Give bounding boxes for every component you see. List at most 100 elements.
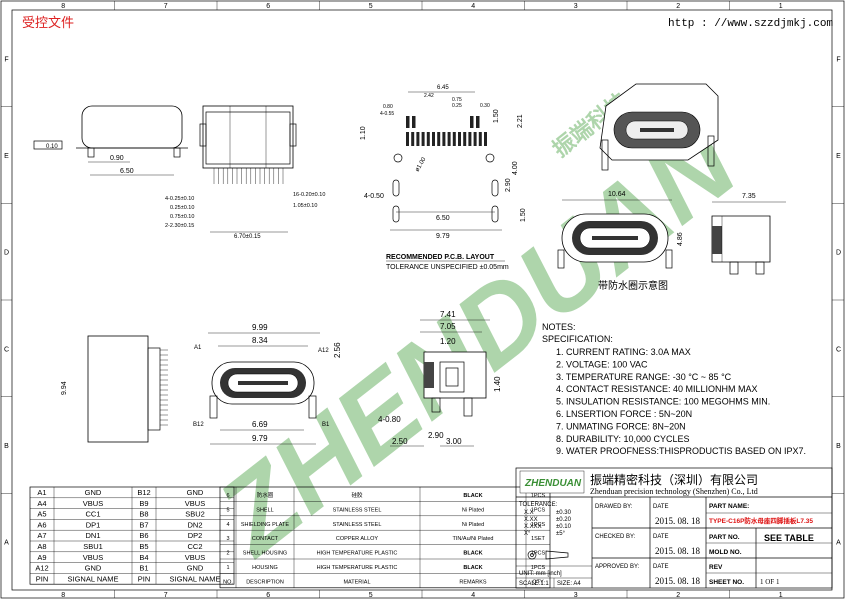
pcb-pad (416, 132, 420, 146)
dim-lead-e: 16-0.20±0.10 (293, 192, 325, 198)
border-row-right: C (836, 346, 841, 353)
border-row-right: D (836, 250, 841, 257)
border-row-right: E (836, 153, 841, 160)
pin-header: SIGNAL NAME (68, 574, 119, 583)
pcb-pad (473, 132, 477, 146)
border-col-bottom: 3 (574, 592, 578, 599)
dim-pcb-650: 6.50 (436, 215, 450, 222)
pin-cell: B12 (137, 488, 150, 497)
dim-pcb-150b: 1.50 (520, 208, 527, 222)
border-col-bottom: 4 (471, 592, 475, 599)
tol-key: X° (524, 531, 531, 537)
pin-cell: B5 (139, 542, 148, 551)
controlled-stamp: 受控文件 (22, 15, 74, 30)
pin-cell: DN1 (85, 531, 100, 540)
rev-label: REV (709, 564, 723, 571)
pcb-pad (406, 132, 409, 146)
pin-cell: A12 (35, 564, 48, 573)
pcb-pad (421, 132, 425, 146)
note-item: 8. DURABILITY: 10,000 CYCLES (556, 434, 690, 444)
bom-cell: 1SET (531, 536, 545, 542)
border-col-top: 2 (676, 3, 680, 10)
pcb-pad (458, 132, 461, 146)
dim-lead-f: 1.05±0.10 (293, 203, 317, 209)
dim-lead-b: 0.25±0.10 (170, 205, 194, 211)
note-item: 4. CONTACT RESISTANCE: 40 MILLIONHM MAX (556, 384, 758, 394)
pin-cell: CC2 (187, 542, 202, 551)
pin-cell: VBUS (185, 499, 205, 508)
bom-cell: Ni Plated (462, 522, 484, 528)
border-col-top: 4 (471, 3, 475, 10)
dim-pcb-400: 4.00 (512, 161, 519, 175)
pcb-pad (476, 116, 480, 128)
bom-cell: 1PCS (531, 522, 546, 528)
section-view: 7.41 7.05 1.20 1.40 4-0.80 2.90 2.50 3.0… (378, 310, 502, 447)
dim-pcb-290: 2.90 (505, 178, 512, 192)
dim-front-994: 9.94 (61, 381, 68, 395)
pin-cell: DP2 (188, 531, 203, 540)
date-label-3: DATE (653, 564, 669, 570)
title-logo: ZHENDUAN (524, 478, 582, 489)
pin-cell: B6 (139, 531, 148, 540)
pin-cell: B9 (139, 499, 148, 508)
tol-value: ±0.20 (556, 517, 572, 523)
date-label-1: DATE (653, 504, 669, 510)
dim-side-650: 6.50 (120, 168, 134, 175)
dim-pcb-221: 2.21 (517, 114, 524, 128)
bom-cell: STAINLESS STEEL (333, 522, 382, 528)
pin-cell: A9 (37, 553, 46, 562)
dim-pcb-030: 0.30 (480, 103, 490, 109)
dim-sv-300: 3.00 (446, 437, 462, 446)
size-label: SIZE: A4 (557, 581, 581, 587)
company-cn: 振端精密科技（深圳）有限公司 (590, 472, 758, 487)
dim-pcb-150a: 1.50 (493, 109, 500, 123)
border-row-left: A (4, 540, 9, 547)
ring-caption: 带防水圈示意图 (598, 279, 668, 292)
pin-cell: SBU1 (83, 542, 103, 551)
dim-front-999: 9.99 (252, 323, 268, 332)
pcb-pad (412, 116, 416, 128)
pcb-pad (447, 132, 451, 146)
pin-header: PIN (36, 574, 49, 583)
pin-cell: DN2 (187, 520, 202, 529)
dim-pcb-979: 9.79 (436, 233, 450, 240)
bom-header: NO. (223, 579, 233, 585)
pin-cell: B1 (139, 564, 148, 573)
dim-sv-705: 7.05 (440, 322, 456, 331)
bom-cell: CONTACT (252, 536, 279, 542)
dim-front-979: 9.79 (252, 434, 268, 443)
pin-header: SIGNAL NAME (170, 574, 221, 583)
bom-cell: 1 (226, 565, 229, 571)
pcb-pad (463, 132, 467, 146)
border-row-left: D (4, 250, 9, 257)
date-label-2: DATE (653, 534, 669, 540)
pin-header: PIN (138, 574, 151, 583)
bom-cell: BLACK (463, 551, 482, 557)
bom-header: DESCRIPTION (246, 579, 284, 585)
tol-key: X.X (524, 510, 534, 516)
pin-cell: VBUS (83, 499, 103, 508)
top-view: 4-0.25±0.10 0.25±0.10 0.75±0.10 2-2.30±0… (165, 105, 325, 240)
tol-key: X.XXX (524, 524, 542, 530)
dim-sv-741: 7.41 (440, 310, 456, 319)
pin-cell: A6 (37, 520, 46, 529)
dim-pcb-450: 4-0.50 (364, 193, 384, 200)
pcb-pad (452, 132, 456, 146)
border-col-bottom: 7 (164, 592, 168, 599)
bom-cell: STAINLESS STEEL (333, 507, 382, 513)
pcb-pad (478, 132, 482, 146)
dim-pcb-075: 0.75 (452, 97, 462, 103)
side-body (81, 105, 183, 149)
pin-cell: CC1 (85, 510, 100, 519)
dim-sv-140: 1.40 (493, 376, 502, 392)
bom-cell: 4 (226, 522, 229, 528)
pcb-tolerance: TOLERANCE UNSPECIFIED ±0.05mm (386, 264, 509, 271)
bom-header: QTY (532, 579, 544, 585)
pin-cell: A8 (37, 542, 46, 551)
pcb-pad (442, 132, 446, 146)
bom-cell: HIGH TEMPERATURE PLASTIC (317, 551, 398, 557)
dim-ring-735: 7.35 (742, 193, 756, 200)
company-en: Zhenduan precision technology (Shenzhen)… (590, 487, 758, 496)
tolerance-label: TOLERANCE: (519, 502, 558, 508)
